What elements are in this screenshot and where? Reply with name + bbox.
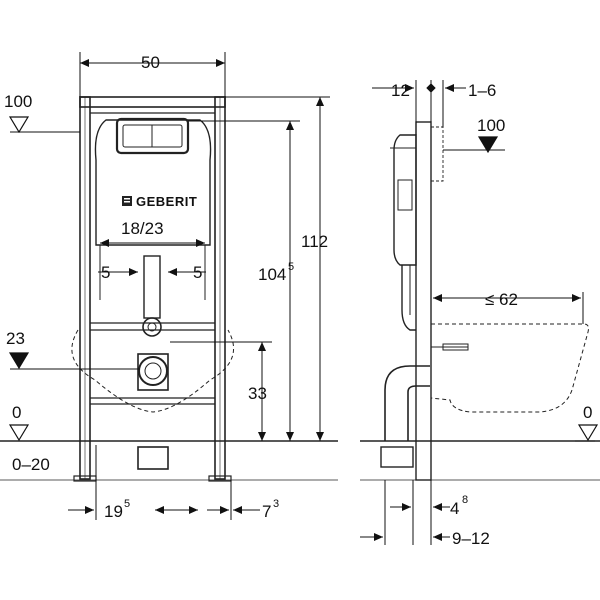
brand-name: GEBERIT — [136, 194, 197, 209]
dim-bottom-right: 7 — [262, 502, 271, 521]
dim-flush-spacing: 18/23 — [121, 219, 164, 238]
level-label-0-left: 0 — [12, 403, 21, 422]
dim-side-top-b: 1–6 — [468, 81, 496, 100]
dim-offset-right: 5 — [193, 263, 202, 282]
geberit-logo: GEBERIT — [122, 194, 197, 209]
level-label-23-left: 23 — [6, 329, 25, 348]
drain-bend — [384, 365, 430, 441]
dim-bottom-right-sup: 3 — [273, 498, 279, 510]
dim-side-bowl: ≤ 62 — [485, 290, 518, 309]
dim-offset-left: 5 — [101, 263, 110, 282]
level-label-100-left: 100 — [4, 92, 32, 111]
level-marker-0-right — [577, 424, 599, 442]
drain-pipe — [137, 353, 169, 391]
front-view — [0, 96, 338, 482]
dim-112: 112 — [301, 232, 328, 251]
level-label-100-right: 100 — [477, 116, 505, 135]
dim-bottom-left: 19 — [104, 502, 123, 521]
level-marker-0-left — [8, 424, 30, 442]
side-view — [360, 121, 600, 481]
cistern — [94, 119, 212, 246]
level-marker-100-right — [477, 136, 499, 154]
flush-pipe — [143, 255, 161, 319]
level-marker-23-left — [8, 352, 30, 370]
bowl-outline-dashed — [71, 329, 235, 413]
flush-connector — [142, 317, 162, 337]
drain-outlet — [138, 356, 168, 386]
flush-plate — [115, 117, 190, 155]
wall-panel — [415, 121, 432, 481]
dim-drain-height: 33 — [248, 384, 267, 403]
dim-104: 104 — [258, 265, 286, 284]
dim-side-bottom-b: 9–12 — [452, 529, 490, 548]
dim-side-bottom-a-sup: 8 — [462, 494, 468, 506]
dim-frame-width: 50 — [141, 53, 160, 72]
cistern-side — [393, 134, 417, 266]
level-marker-100-left — [8, 116, 30, 134]
level-label-range-left: 0–20 — [12, 455, 50, 474]
wc-bowl-dashed — [430, 323, 589, 413]
dim-side-top-a: 12 — [391, 81, 410, 100]
dim-bottom-left-sup: 5 — [124, 498, 130, 510]
flush-pipe-side — [401, 265, 416, 331]
level-label-0-right: 0 — [583, 403, 592, 422]
frame-top-rail — [79, 96, 226, 108]
dim-104-sup: 5 — [288, 261, 294, 273]
dim-side-bottom-a: 4 — [450, 499, 459, 518]
